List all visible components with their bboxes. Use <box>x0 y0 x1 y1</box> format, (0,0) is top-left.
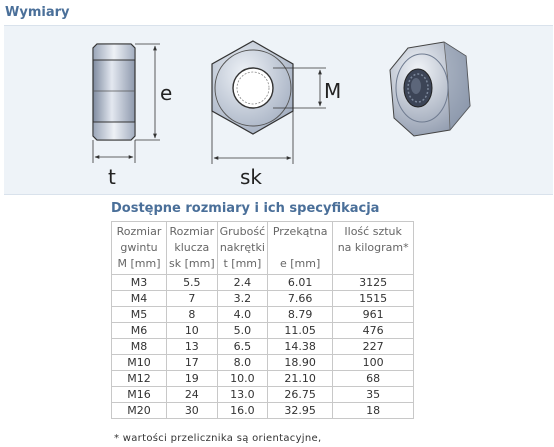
table-cell: 13.0 <box>216 386 269 403</box>
dimension-figure: e t M sk <box>4 25 553 195</box>
header-pieces-per-kg: Ilość sztuk na kilogram* <box>332 221 415 275</box>
table-cell: 8.0 <box>216 354 269 371</box>
label-e: e <box>160 81 172 105</box>
table-cell: 5.0 <box>216 322 269 339</box>
table-cell: 21.10 <box>267 370 334 387</box>
table-cell: M8 <box>111 338 167 355</box>
table-cell: 8 <box>166 306 218 323</box>
table-cell: 35 <box>332 386 415 403</box>
table-cell: 16.0 <box>216 402 269 419</box>
table-cell: 6.5 <box>216 338 269 355</box>
table-cell: M5 <box>111 306 167 323</box>
table-cell: 10.0 <box>216 370 269 387</box>
table-cell: M6 <box>111 322 167 339</box>
table-cell: 18 <box>332 402 415 419</box>
table-cell: M20 <box>111 402 167 419</box>
table-cell: 3125 <box>332 274 415 291</box>
specification-table: Rozmiar gwintu M [mm] Rozmiar klucza sk … <box>111 221 415 419</box>
table-cell: 4.0 <box>216 306 269 323</box>
table-cell: 961 <box>332 306 415 323</box>
table-cell: M10 <box>111 354 167 371</box>
table-cell: M3 <box>111 274 167 291</box>
page-title: Wymiary <box>5 5 70 20</box>
table-cell: 17 <box>166 354 218 371</box>
table-cell: 6.01 <box>267 274 334 291</box>
table-cell: 7.66 <box>267 290 334 307</box>
footnote: * wartości przelicznika są orientacyjne, <box>114 433 322 444</box>
table-cell: 19 <box>166 370 218 387</box>
table-cell: 68 <box>332 370 415 387</box>
label-sk: sk <box>240 165 262 189</box>
nut-front-view <box>211 40 294 135</box>
label-t: t <box>108 165 116 189</box>
table-cell: 3.2 <box>216 290 269 307</box>
table-cell: M4 <box>111 290 167 307</box>
table-cell: 227 <box>332 338 415 355</box>
table-cell: 24 <box>166 386 218 403</box>
table-cell: 8.79 <box>267 306 334 323</box>
table-cell: 10 <box>166 322 218 339</box>
nut-perspective-view <box>389 41 471 137</box>
table-cell: 13 <box>166 338 218 355</box>
table-cell: 2.4 <box>216 274 269 291</box>
header-thread-size: Rozmiar gwintu M [mm] <box>111 221 167 275</box>
table-cell: 30 <box>166 402 218 419</box>
nut-dimension-diagram: e t M sk <box>92 40 471 189</box>
table-cell: M16 <box>111 386 167 403</box>
table-cell: 1515 <box>332 290 415 307</box>
table-cell: 18.90 <box>267 354 334 371</box>
header-wrench-size: Rozmiar klucza sk [mm] <box>166 221 218 275</box>
table-cell: 5.5 <box>166 274 218 291</box>
label-m: M <box>324 79 341 103</box>
table-cell: 11.05 <box>267 322 334 339</box>
table-cell: 476 <box>332 322 415 339</box>
header-nut-thickness: Grubość nakrętki t [mm] <box>216 221 269 275</box>
nut-side-view <box>92 43 136 141</box>
table-cell: 26.75 <box>267 386 334 403</box>
table-cell: M12 <box>111 370 167 387</box>
table-cell: 32.95 <box>267 402 334 419</box>
table-cell: 100 <box>332 354 415 371</box>
table-cell: 7 <box>166 290 218 307</box>
section-title: Dostępne rozmiary i ich specyfikacja <box>111 201 380 216</box>
header-diagonal: Przekątna e [mm] <box>267 221 334 275</box>
table-cell: 14.38 <box>267 338 334 355</box>
table-header-row: Rozmiar gwintu M [mm] Rozmiar klucza sk … <box>111 221 415 275</box>
